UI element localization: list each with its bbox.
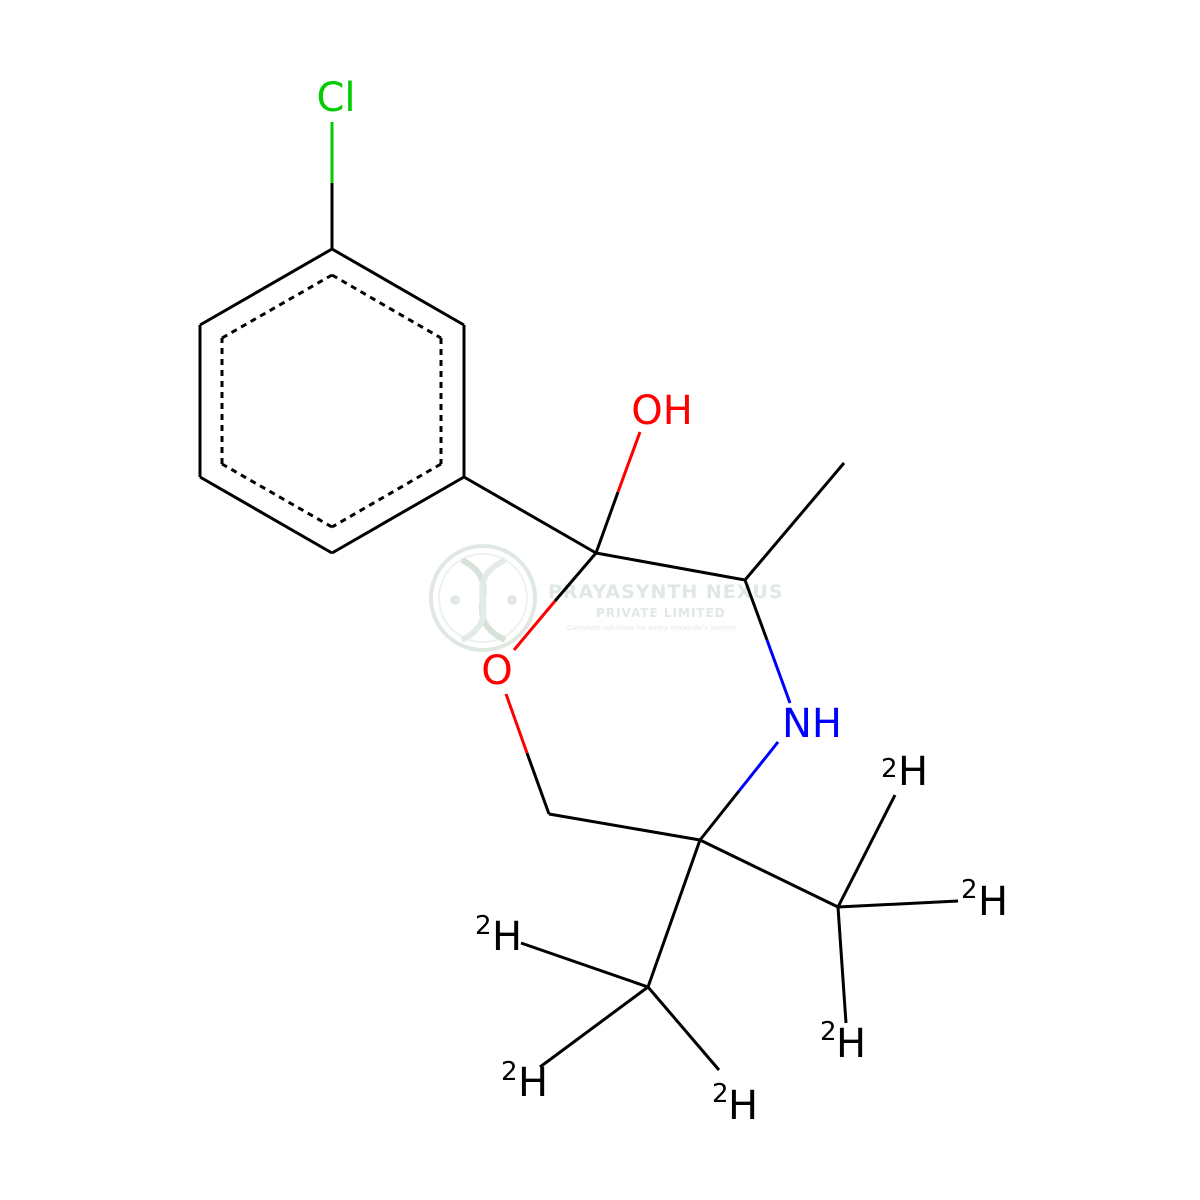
svg-text:2: 2 [820, 1017, 837, 1047]
watermark-tagline: Complete solutions for every molecule's … [567, 624, 736, 632]
watermark-subtitle: PRIVATE LIMITED [596, 606, 726, 620]
svg-text:H: H [898, 749, 928, 795]
aromatic-inner-ring [220, 273, 443, 529]
svg-text:H: H [492, 914, 522, 960]
deuterium-label-2: 2 H [961, 875, 1008, 925]
benzene-ring [198, 247, 466, 555]
ring-oxygen-label: O [481, 648, 512, 694]
deuterium-label-3: 2 H [820, 1017, 866, 1067]
svg-text:2: 2 [712, 1079, 729, 1109]
watermark-company: PRAYASYNTH NEXUS [548, 581, 784, 603]
svg-text:2: 2 [961, 875, 978, 905]
hydroxyl-bond [594, 431, 642, 554]
deuterium-label-6: 2 H [712, 1079, 758, 1129]
cd3-group-right [699, 794, 959, 1024]
amine-label: NH [782, 701, 842, 747]
chlorine-label: Cl [316, 75, 355, 121]
deuterium-label-1: 2 H [881, 749, 928, 795]
svg-text:2: 2 [475, 911, 492, 941]
hydroxyl-label: OH [631, 388, 693, 434]
svg-text:H: H [728, 1083, 758, 1129]
svg-text:2: 2 [501, 1057, 518, 1087]
svg-text:H: H [518, 1060, 548, 1106]
svg-text:H: H [836, 1021, 866, 1067]
methyl-bond [743, 462, 846, 581]
svg-text:H: H [978, 879, 1008, 925]
deuterium-label-5: 2 H [501, 1057, 548, 1106]
svg-text:2: 2 [881, 754, 898, 784]
cd3-group-bottom [520, 839, 721, 1071]
aryl-bond [463, 475, 597, 555]
morpholine-ring [504, 551, 792, 842]
deuterium-label-4: 2 H [475, 911, 522, 960]
dna-helix-logo-icon [429, 544, 537, 652]
watermark: PRAYASYNTH NEXUS PRIVATE LIMITED Complet… [429, 544, 784, 652]
